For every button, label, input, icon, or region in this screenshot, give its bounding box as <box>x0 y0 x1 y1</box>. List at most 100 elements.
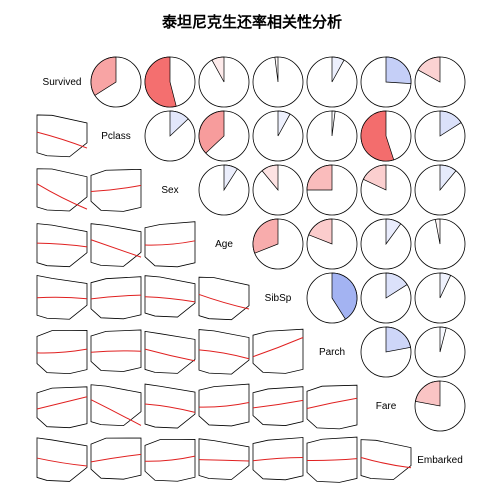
smooth-panel-sex-pclass <box>90 168 142 212</box>
hull-embarked-age <box>198 438 250 480</box>
pie-sex-sibsp <box>252 164 304 216</box>
pie-survived-sex <box>144 56 196 108</box>
pie-slice-sibsp-parch <box>331 272 358 320</box>
pie-slice-pclass-parch <box>331 110 336 137</box>
smooth-panel-embarked-pclass <box>90 437 142 480</box>
pie-slice-sibsp-fare <box>385 272 408 299</box>
smooth-line-embarked-sibsp <box>252 457 304 462</box>
smooth-panel-age-pclass <box>90 223 142 267</box>
hull-parch-pclass <box>90 329 142 372</box>
smooth-panel-parch-age <box>198 329 250 375</box>
smooth-panel-embarked-sex <box>144 438 196 482</box>
hull-pclass-survived <box>36 114 88 158</box>
pie-slice-parch-embarked <box>439 326 447 353</box>
pie-slice-survived-age <box>211 56 225 83</box>
hull-parch-survived <box>36 330 88 375</box>
smooth-line-sibsp-age <box>198 293 250 310</box>
pie-sex-fare <box>360 164 412 216</box>
hull-parch-sex <box>144 330 196 374</box>
pie-pclass-sex <box>144 110 196 162</box>
hull-embarked-sex <box>144 438 196 482</box>
pie-slice-pclass-fare <box>360 110 395 162</box>
smooth-line-embarked-parch <box>306 458 358 461</box>
hull-embarked-pclass <box>90 437 142 480</box>
pie-survived-pclass <box>90 56 142 108</box>
smooth-line-age-survived <box>36 242 88 248</box>
hull-fare-survived <box>36 386 88 429</box>
pie-slice-sex-age <box>223 164 238 192</box>
hull-embarked-parch <box>306 436 358 483</box>
smooth-line-fare-survived <box>36 396 88 410</box>
pie-pclass-embarked <box>414 110 466 162</box>
smooth-panel-fare-pclass <box>90 384 142 427</box>
smooth-panel-parch-sibsp <box>252 328 304 374</box>
smooth-line-parch-sibsp <box>252 337 304 358</box>
smooth-panel-fare-sibsp <box>252 386 304 426</box>
smooth-panel-embarked-sibsp <box>252 437 304 481</box>
smooth-panel-embarked-age <box>198 438 250 480</box>
pie-age-embarked <box>414 218 466 270</box>
pie-slice-pclass-sibsp <box>277 110 291 137</box>
smooth-line-sex-pclass <box>90 184 142 192</box>
smooth-line-parch-survived <box>36 348 88 354</box>
smooth-panel-embarked-survived <box>36 437 88 482</box>
smooth-line-sibsp-survived <box>36 296 88 300</box>
panels: SurvivedPclassSexAgeSibSpParchFareEmbark… <box>36 56 466 483</box>
pie-slice-survived-pclass <box>90 56 117 96</box>
hull-embarked-fare <box>360 439 412 480</box>
pie-pclass-age <box>198 110 250 162</box>
pie-survived-sibsp <box>252 56 304 108</box>
pie-slice-age-sibsp <box>252 218 279 254</box>
smooth-panel-age-sex <box>144 221 196 268</box>
smooth-line-age-pclass <box>90 239 142 258</box>
pie-pclass-sibsp <box>252 110 304 162</box>
hull-embarked-survived <box>36 437 88 482</box>
smooth-panel-sibsp-age <box>198 276 250 321</box>
pie-slice-survived-sibsp <box>274 56 279 83</box>
hull-sex-pclass <box>90 168 142 212</box>
smooth-panel-pclass-survived <box>36 114 88 158</box>
smooth-line-fare-age <box>198 401 250 408</box>
smooth-line-embarked-survived <box>36 457 88 467</box>
pie-slice-survived-sex <box>144 56 177 108</box>
pie-pclass-fare <box>360 110 412 162</box>
variable-label-fare: Fare <box>376 401 397 412</box>
pie-slice-survived-parch <box>331 56 345 83</box>
variable-label-sex: Sex <box>161 185 178 196</box>
smooth-line-sibsp-pclass <box>90 294 142 300</box>
hull-parch-age <box>198 329 250 375</box>
hull-sibsp-pclass <box>90 276 142 320</box>
pie-fare-embarked <box>414 380 466 432</box>
smooth-panel-embarked-fare <box>360 439 412 480</box>
pie-survived-fare <box>360 56 412 108</box>
pie-age-fare <box>360 218 412 270</box>
variable-label-sibsp: SibSp <box>265 293 292 304</box>
pie-sex-age <box>198 164 250 216</box>
hull-sibsp-sex <box>144 275 196 318</box>
pie-slice-sex-parch <box>306 164 333 191</box>
pie-slice-age-embarked <box>434 218 441 245</box>
pie-sibsp-embarked <box>414 272 466 324</box>
smooth-panel-fare-sex <box>144 383 196 429</box>
pie-survived-embarked <box>414 56 466 108</box>
pie-slice-fare-embarked <box>415 380 441 407</box>
pie-slice-age-fare <box>385 218 402 246</box>
hull-age-survived <box>36 223 88 268</box>
hull-parch-sibsp <box>252 328 304 374</box>
pie-sex-embarked <box>414 164 466 216</box>
pie-sibsp-parch <box>306 272 358 324</box>
smooth-panel-fare-survived <box>36 386 88 429</box>
smooth-panel-fare-parch <box>306 384 358 430</box>
hull-fare-sex <box>144 383 196 429</box>
variable-label-parch: Parch <box>319 347 345 358</box>
smooth-panel-embarked-parch <box>306 436 358 483</box>
pie-pclass-parch <box>306 110 358 162</box>
variable-label-age: Age <box>215 239 233 250</box>
pie-slice-survived-embarked <box>417 56 441 83</box>
variable-label-pclass: Pclass <box>101 131 130 142</box>
hull-age-pclass <box>90 223 142 267</box>
hull-fare-age <box>198 383 250 427</box>
hull-fare-sibsp <box>252 386 304 426</box>
smooth-panel-fare-age <box>198 383 250 427</box>
